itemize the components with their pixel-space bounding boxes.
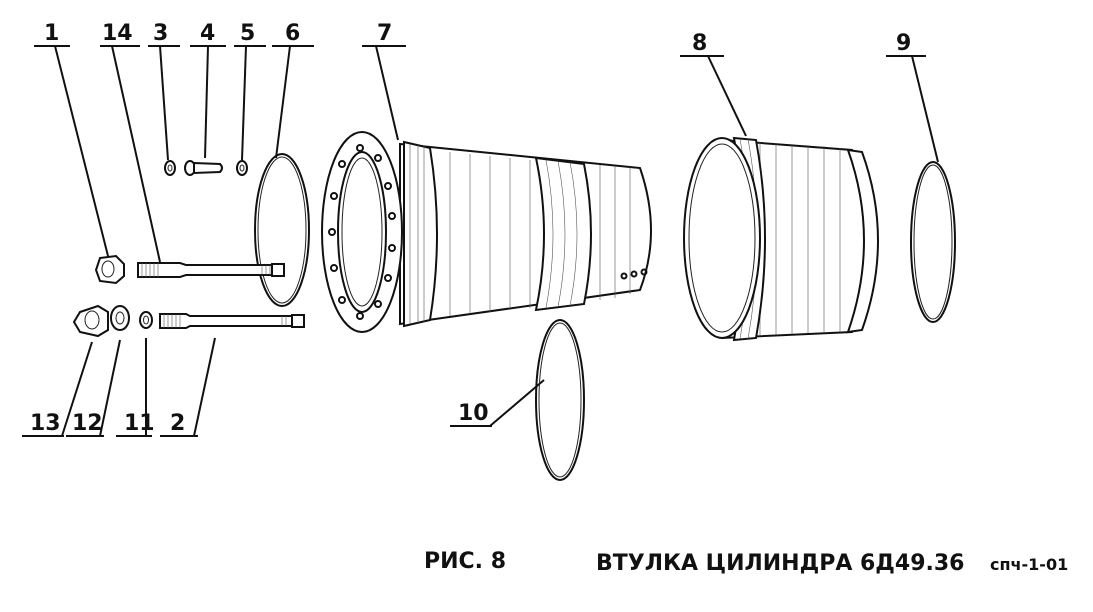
callout-10: 10 bbox=[450, 379, 545, 427]
callout-7: 7 bbox=[362, 21, 406, 141]
svg-text:3: 3 bbox=[153, 21, 168, 46]
part-14-stud bbox=[137, 262, 285, 278]
figure-number: РИС. 8 bbox=[424, 549, 506, 574]
svg-text:14: 14 bbox=[102, 21, 133, 46]
part-4-pin bbox=[184, 160, 223, 176]
part-8-water-jacket bbox=[683, 136, 879, 342]
svg-text:6: 6 bbox=[285, 21, 300, 46]
callout-14: 14 bbox=[100, 21, 161, 263]
svg-text:7: 7 bbox=[377, 21, 392, 46]
callout-3: 3 bbox=[148, 21, 180, 161]
callout-6: 6 bbox=[272, 21, 314, 159]
part-7-cylinder-liner bbox=[321, 131, 652, 333]
callout-2: 2 bbox=[160, 337, 216, 437]
callout-13: 13 bbox=[22, 341, 93, 437]
callout-4: 4 bbox=[190, 21, 226, 159]
svg-text:5: 5 bbox=[240, 21, 255, 46]
svg-text:4: 4 bbox=[200, 21, 215, 46]
part-3-nut bbox=[164, 160, 176, 176]
callout-1: 1 bbox=[34, 21, 109, 257]
svg-text:1: 1 bbox=[44, 21, 59, 46]
part-12-washer bbox=[110, 305, 130, 331]
part-1-cap-nut bbox=[94, 254, 125, 285]
callout-8: 8 bbox=[680, 31, 747, 137]
callout-5: 5 bbox=[234, 21, 266, 161]
svg-text:12: 12 bbox=[72, 411, 103, 436]
callout-11: 11 bbox=[116, 338, 155, 437]
svg-text:13: 13 bbox=[30, 411, 61, 436]
part-13-nut bbox=[72, 304, 109, 338]
part-2-stud bbox=[159, 313, 305, 329]
part-11-washer bbox=[139, 311, 153, 329]
callout-12: 12 bbox=[66, 339, 121, 437]
part-6-o-ring bbox=[254, 153, 310, 307]
part-5-washer bbox=[236, 160, 248, 176]
svg-text:10: 10 bbox=[458, 401, 489, 426]
svg-text:8: 8 bbox=[692, 31, 707, 56]
svg-text:9: 9 bbox=[896, 31, 911, 56]
figure-title: ВТУЛКА ЦИЛИНДРА 6Д49.36 bbox=[596, 551, 965, 576]
part-9-o-ring bbox=[910, 161, 956, 323]
svg-text:11: 11 bbox=[124, 411, 155, 436]
callout-9: 9 bbox=[886, 31, 939, 163]
part-10-o-ring bbox=[535, 319, 585, 481]
figure-title-suffix: спч-1-01 bbox=[990, 555, 1068, 574]
svg-text:2: 2 bbox=[170, 411, 185, 436]
